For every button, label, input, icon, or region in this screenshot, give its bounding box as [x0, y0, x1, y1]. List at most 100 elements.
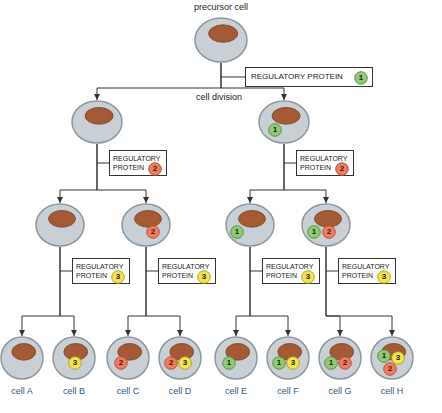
cell [71, 100, 123, 144]
regulatory-protein-circle: 3 [178, 356, 192, 370]
division-arrow [236, 247, 250, 336]
protein-number: 1 [268, 123, 282, 137]
cell-membrane [259, 101, 309, 143]
protein-number: 2 [148, 162, 162, 176]
regulatory-protein-box: REGULATORY PROTEIN2 [296, 150, 354, 176]
protein-circle-shape [179, 357, 192, 370]
cell: cell G12 [318, 336, 362, 380]
regulatory-protein-box: REGULATORY PROTEIN2 [109, 150, 167, 176]
cell-outline [35, 203, 85, 247]
protein-number: 3 [301, 270, 315, 284]
regulatory-protein-box: REGULATORY PROTEIN3 [338, 258, 396, 284]
cell-outline [318, 336, 362, 380]
cell-membrane [53, 337, 95, 379]
cell-outline [301, 203, 351, 247]
regulatory-protein-circle: 2 [335, 162, 349, 176]
regulatory-protein-circle: 2 [148, 162, 162, 176]
cell-nucleus [315, 210, 342, 227]
protein-number: 3 [391, 351, 405, 365]
regulatory-protein-box: REGULATORY PROTEIN3 [262, 258, 320, 284]
cell-membrane [226, 204, 274, 246]
cell-membrane [302, 204, 350, 246]
cell: cell H132 [370, 336, 414, 380]
regulatory-protein-circle: 2 [383, 362, 397, 376]
regulatory-protein-circle: 3 [377, 270, 391, 284]
cell-membrane [159, 337, 201, 379]
cell: cell D23 [158, 336, 202, 380]
regulatory-protein-circle: 3 [286, 356, 300, 370]
leader-line [284, 163, 296, 164]
protein-number: 2 [322, 225, 336, 239]
protein-number: 1 [272, 356, 286, 370]
protein-number: 2 [146, 225, 160, 239]
regulatory-protein-circle: 2 [146, 225, 160, 239]
leader-line [221, 77, 245, 78]
cell: 2 [121, 203, 171, 247]
division-arrow [60, 144, 97, 203]
leader-line [146, 271, 158, 272]
regulatory-protein-circle: 1 [268, 123, 282, 137]
cell-membrane [267, 337, 309, 379]
protein-circle-shape [112, 271, 125, 284]
protein-number: 2 [383, 362, 397, 376]
protein-number: 1 [230, 225, 244, 239]
cell: cell B3 [52, 336, 96, 380]
cell-label: cell C [117, 386, 140, 397]
regulatory-protein-circle: 3 [391, 351, 405, 365]
protein-circle-shape [308, 226, 321, 239]
cell-nucleus [239, 210, 266, 227]
regulatory-protein-circle: 3 [301, 270, 315, 284]
protein-number: 3 [111, 270, 125, 284]
leader-line [97, 163, 109, 164]
cell-outline [71, 100, 123, 144]
regulatory-protein-box: REGULATORY PROTEIN3 [158, 258, 216, 284]
cell: cell A [0, 336, 44, 380]
cell: precursor cell [194, 17, 248, 63]
protein-number: 3 [286, 356, 300, 370]
cell-nucleus [49, 210, 76, 227]
cell-outline [225, 203, 275, 247]
cell-membrane [107, 337, 149, 379]
cell-label: cell A [11, 386, 33, 397]
protein-circle-shape [223, 357, 236, 370]
cell-membrane [371, 337, 413, 379]
cell-nucleus [135, 210, 162, 227]
protein-number: 3 [178, 356, 192, 370]
regulatory-protein-circle: 3 [68, 356, 82, 370]
protein-circle-shape [198, 271, 211, 284]
cell-nucleus [85, 107, 113, 124]
cell: 1 [225, 203, 275, 247]
regulatory-protein-circle: 2 [164, 356, 178, 370]
protein-circle-shape [165, 357, 178, 370]
regulatory-protein-circle: 1 [324, 356, 338, 370]
protein-circle-shape [339, 357, 352, 370]
cell-membrane [1, 337, 43, 379]
cell-label: cell D [169, 386, 192, 397]
cell-label: cell H [381, 386, 404, 397]
protein-circle-shape [378, 350, 391, 363]
leader-line [250, 271, 262, 272]
cell-nucleus [12, 343, 36, 360]
protein-circle-shape [287, 357, 300, 370]
cell-membrane [36, 204, 84, 246]
cell-membrane [72, 101, 122, 143]
cell-label: precursor cell [194, 2, 248, 13]
protein-number: 1 [354, 71, 368, 85]
cell: cell E1 [214, 336, 258, 380]
box-label: REGULATORY PROTEIN [251, 72, 351, 82]
protein-circle-shape [355, 72, 368, 85]
protein-circle-shape [323, 226, 336, 239]
regulatory-protein-box: REGULATORY PROTEIN1 [245, 67, 373, 87]
protein-circle-shape [384, 363, 397, 376]
regulatory-protein-circle: 3 [197, 270, 211, 284]
regulatory-protein-circle: 1 [307, 225, 321, 239]
division-arrow [22, 247, 60, 336]
cell-label: cell B [63, 386, 85, 397]
cell-outline [214, 336, 258, 380]
cell: 1 [258, 100, 310, 144]
protein-circle-shape [69, 357, 82, 370]
cell: cell C2 [106, 336, 150, 380]
protein-number: 2 [335, 162, 349, 176]
leader-line [60, 271, 72, 272]
